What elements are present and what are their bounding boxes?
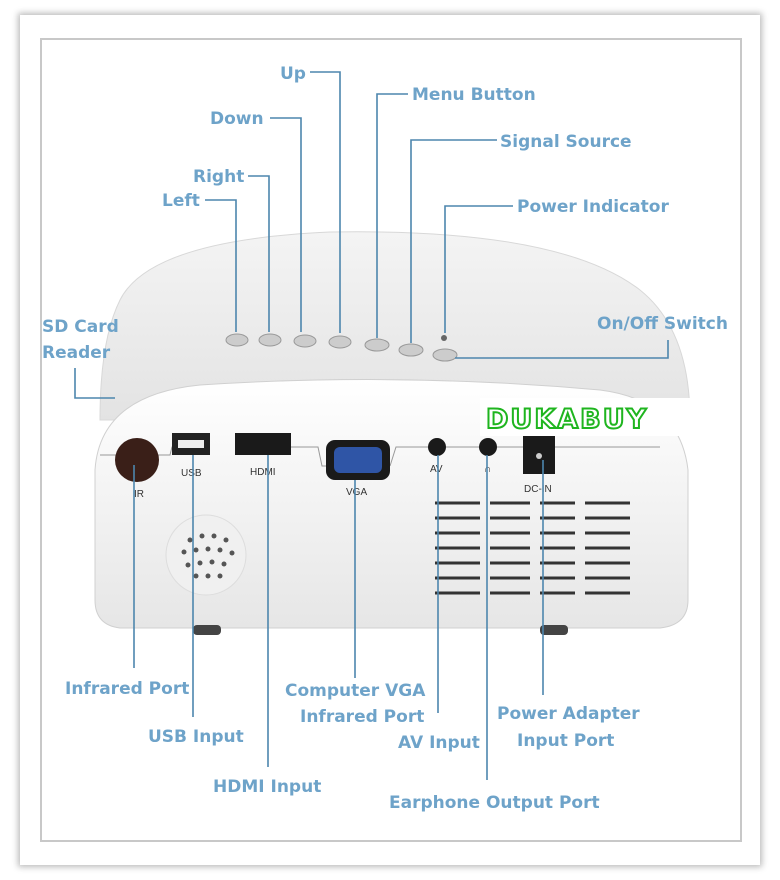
av-marking: AV bbox=[430, 464, 443, 475]
foot bbox=[193, 625, 221, 635]
hdmi-port bbox=[235, 433, 291, 455]
down-button[interactable] bbox=[293, 334, 317, 348]
speaker-holes bbox=[181, 533, 235, 579]
leader-lines bbox=[74, 71, 669, 780]
label-right: Right bbox=[193, 167, 244, 187]
label-sd-card-reader: Reader bbox=[42, 343, 111, 363]
menu-button[interactable] bbox=[364, 338, 390, 352]
label-usb-input: USB Input bbox=[148, 727, 244, 747]
speaker-grille bbox=[165, 514, 247, 596]
projector-top bbox=[99, 231, 691, 421]
label-power-adapter: Power Adapter bbox=[497, 704, 640, 724]
earphone-jack bbox=[479, 438, 497, 456]
label-signal-source: Signal Source bbox=[500, 132, 632, 152]
dc-in-marking: DC-IN bbox=[524, 484, 552, 495]
up-button[interactable] bbox=[328, 335, 352, 349]
label-up: Up bbox=[280, 64, 306, 84]
label-infrared-port: Infrared Port bbox=[65, 679, 189, 699]
ir-sensor bbox=[115, 438, 159, 482]
av-jack bbox=[428, 438, 446, 456]
usb-marking: USB bbox=[181, 468, 202, 479]
power-switch[interactable] bbox=[432, 348, 458, 362]
dukabuy-logo: DUKABUY bbox=[480, 398, 692, 436]
vga-marking: VGA bbox=[346, 487, 367, 498]
label-vga-infrared-port: Infrared Port bbox=[300, 707, 424, 727]
left-button[interactable] bbox=[225, 333, 249, 347]
hdmi-marking: HDMI bbox=[250, 467, 276, 478]
label-menu-button: Menu Button bbox=[412, 85, 536, 105]
label-power-input-port: Input Port bbox=[517, 731, 614, 751]
vent-slots bbox=[435, 501, 630, 595]
svg-text:DUKABUY: DUKABUY bbox=[486, 404, 648, 435]
right-button[interactable] bbox=[258, 333, 282, 347]
label-earphone-output: Earphone Output Port bbox=[389, 793, 600, 813]
control-buttons bbox=[225, 333, 458, 362]
label-hdmi-input: HDMI Input bbox=[213, 777, 321, 797]
ir-marking: IR bbox=[134, 489, 144, 500]
label-onoff-switch: On/Off Switch bbox=[597, 314, 728, 334]
power-indicator-led bbox=[441, 335, 447, 341]
label-computer-vga: Computer VGA bbox=[285, 681, 426, 701]
label-down: Down bbox=[210, 109, 264, 129]
label-left: Left bbox=[162, 191, 200, 211]
label-sd-card: SD Card bbox=[42, 317, 119, 337]
label-av-input: AV Input bbox=[398, 733, 480, 753]
label-power-indicator: Power Indicator bbox=[517, 197, 669, 217]
source-button[interactable] bbox=[398, 343, 424, 357]
foot bbox=[540, 625, 568, 635]
